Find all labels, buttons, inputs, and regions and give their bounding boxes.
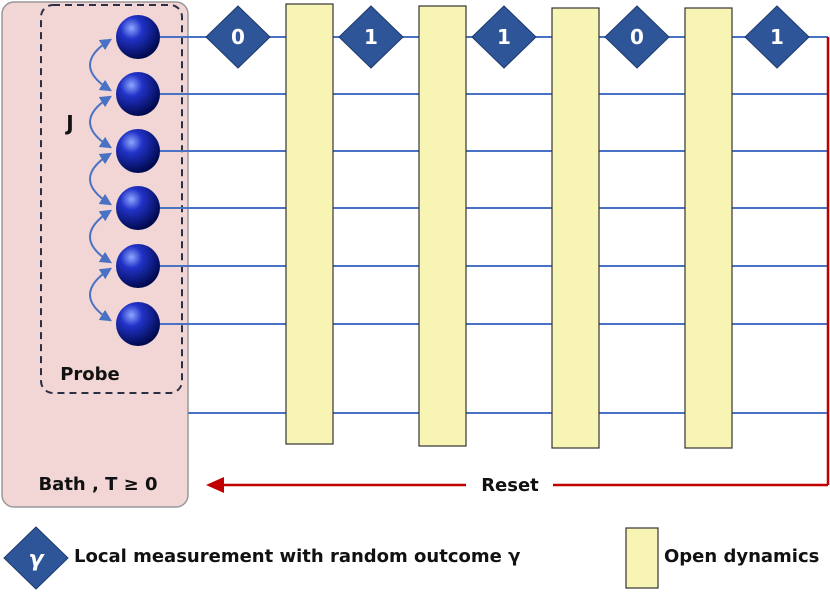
measurement-outcome-5: 1	[770, 25, 784, 49]
measurements: 0 1 1 0 1	[205, 5, 810, 69]
coupling-arrow-5-6	[89, 267, 113, 322]
coupling-arrow-3-4	[89, 152, 113, 206]
legend-measurement-symbol: γ	[29, 547, 46, 572]
measurement-4: 0	[604, 5, 670, 69]
open-dynamics-block-3	[551, 7, 600, 449]
measurement-outcome-3: 1	[497, 25, 511, 49]
measurement-outcome-4: 0	[630, 25, 644, 49]
measurement-outcome-1: 0	[231, 25, 245, 49]
dynamics-blocks	[285, 3, 733, 449]
reset-arrowhead-icon	[206, 477, 224, 493]
reset-label: Reset	[481, 475, 539, 496]
qubit-sphere-4	[116, 186, 160, 230]
reset-arrow	[206, 37, 830, 493]
open-dynamics-block-2	[418, 5, 467, 447]
qubit-sphere-6	[116, 302, 160, 346]
qubits	[116, 15, 160, 346]
coupling-arrow-4-5	[89, 209, 113, 264]
coupling-arrow-1-2	[89, 38, 113, 92]
open-dynamics-block-4	[684, 7, 733, 449]
qubit-sphere-3	[116, 129, 160, 173]
legend-dynamics-text: Open dynamics	[664, 546, 820, 567]
couplings	[89, 38, 113, 322]
bath-label: Bath , T ≥ 0	[38, 474, 157, 495]
legend-measurement-text: Local measurement with random outcome γ	[74, 546, 521, 567]
legend-dynamics-block-icon	[625, 527, 659, 589]
qubit-sphere-1	[116, 15, 160, 59]
probe-label: Probe	[60, 364, 120, 385]
legend-measurement-diamond-icon	[3, 526, 69, 590]
measurement-5: 1	[744, 5, 810, 69]
measurement-1: 0	[205, 5, 271, 69]
open-dynamics-block-1	[285, 3, 334, 445]
probe-box	[40, 4, 183, 394]
measurement-3: 1	[471, 5, 537, 69]
qubit-sphere-2	[116, 72, 160, 116]
qubit-sphere-5	[116, 244, 160, 288]
measurement-2: 1	[338, 5, 404, 69]
bath-box	[1, 1, 189, 508]
measurement-outcome-2: 1	[364, 25, 378, 49]
coupling-label: J	[64, 111, 73, 135]
coupling-arrow-2-3	[89, 95, 113, 149]
